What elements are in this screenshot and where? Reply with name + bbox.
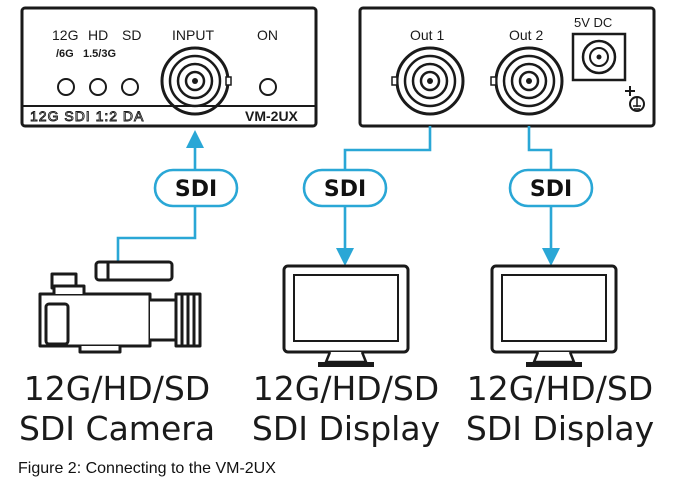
display2-caption-line2: SDI Display (466, 409, 654, 448)
led-label-12g: 12G (52, 27, 78, 43)
sdi-badge-display2: SDI (530, 177, 572, 202)
bnc-out1-connector-icon (391, 46, 465, 116)
dc-power-jack-icon (571, 32, 627, 82)
out1-label: Out 1 (410, 27, 444, 43)
display1-caption-line1: 12G/HD/SD (253, 369, 439, 408)
out2-to-display2-link: SDI (508, 126, 594, 266)
led-hd-icon (89, 78, 107, 96)
bnc-out2-connector-icon (490, 46, 564, 116)
bnc-input-connector-icon (160, 46, 232, 116)
out1-to-display1-link: SDI (302, 126, 432, 266)
on-label: ON (257, 27, 278, 43)
sdi-badge-camera: SDI (175, 177, 217, 202)
led-label-6g: /6G (56, 48, 74, 60)
led-12g-icon (57, 78, 75, 96)
led-label-3g: 1.5/3G (83, 48, 116, 60)
camera-caption-line1: 12G/HD/SD (24, 369, 210, 408)
display1-caption-line2: SDI Display (252, 409, 440, 448)
display2-monitor-icon (490, 264, 618, 367)
led-label-sd: SD (122, 27, 141, 43)
ground-screw-icon (625, 86, 645, 112)
power-label: 5V DC (574, 15, 612, 30)
input-label: INPUT (172, 27, 214, 43)
figure-caption: Figure 2: Connecting to the VM-2UX (18, 460, 276, 477)
out2-label: Out 2 (509, 27, 543, 43)
camera-caption-line2: SDI Camera (19, 409, 215, 448)
product-strip-text: 12G SDI 1:2 DA (30, 108, 144, 124)
device-front-panel: 12G /6G HD 1.5/3G SD INPUT ON 12G SDI 1:… (20, 6, 318, 128)
power-led-icon (259, 78, 277, 96)
device-rear-panel: Out 1 Out 2 5V DC (358, 6, 656, 128)
camera-to-input-link: SDI (116, 130, 239, 268)
sdi-badge-display1: SDI (324, 177, 366, 202)
led-label-hd: HD (88, 27, 108, 43)
led-sd-icon (121, 78, 139, 96)
video-camera-icon (38, 260, 202, 354)
display2-caption-line1: 12G/HD/SD (467, 369, 653, 408)
display1-monitor-icon (282, 264, 410, 367)
model-name: VM-2UX (245, 108, 299, 124)
